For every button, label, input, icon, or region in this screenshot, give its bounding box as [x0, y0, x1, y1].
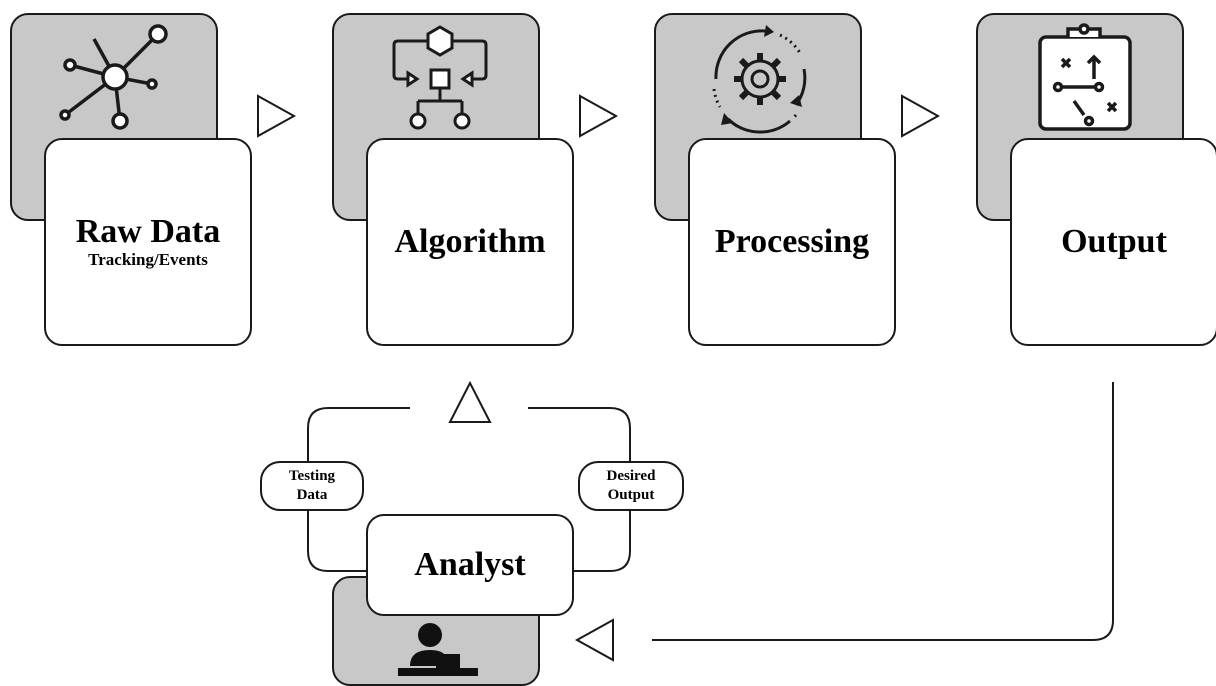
- stage-title: Raw Data: [75, 212, 221, 250]
- stage-subtitle: Tracking/Events: [88, 249, 208, 269]
- gear-cycle-icon: [712, 25, 807, 134]
- flowchart-icon: [392, 25, 488, 130]
- algorithm-card: Algorithm: [366, 138, 574, 346]
- testing-data-line: Data: [296, 487, 328, 503]
- analyst-card: Analyst: [366, 514, 574, 616]
- processing-card: Processing: [688, 138, 896, 346]
- desired-output-pill: Desired Output: [578, 461, 684, 511]
- arrow-right-3: [901, 94, 941, 138]
- stage-title: Algorithm: [394, 223, 546, 261]
- arrow-up-algorithm: [448, 380, 492, 423]
- tactics-clipboard-icon: [1038, 23, 1132, 131]
- testing-data-pill: Testing Data: [260, 461, 364, 511]
- arrow-right-2: [579, 94, 619, 138]
- stage-title: Output: [1061, 223, 1167, 261]
- output-card: Output: [1010, 138, 1216, 346]
- stage-title: Processing: [714, 223, 870, 261]
- desired-output-line: Output: [607, 487, 655, 503]
- raw-data-card: Raw Data Tracking/Events: [44, 138, 252, 346]
- arrow-left-analyst: [574, 618, 614, 662]
- output-return-line: [652, 382, 1114, 641]
- arrow-right-1: [257, 94, 297, 138]
- network-icon: [59, 24, 168, 130]
- analyst-label: Analyst: [414, 546, 526, 584]
- testing-data-line: Testing: [288, 468, 336, 485]
- person-at-desk-icon: [398, 623, 478, 676]
- desired-output-line: Desired: [606, 468, 656, 485]
